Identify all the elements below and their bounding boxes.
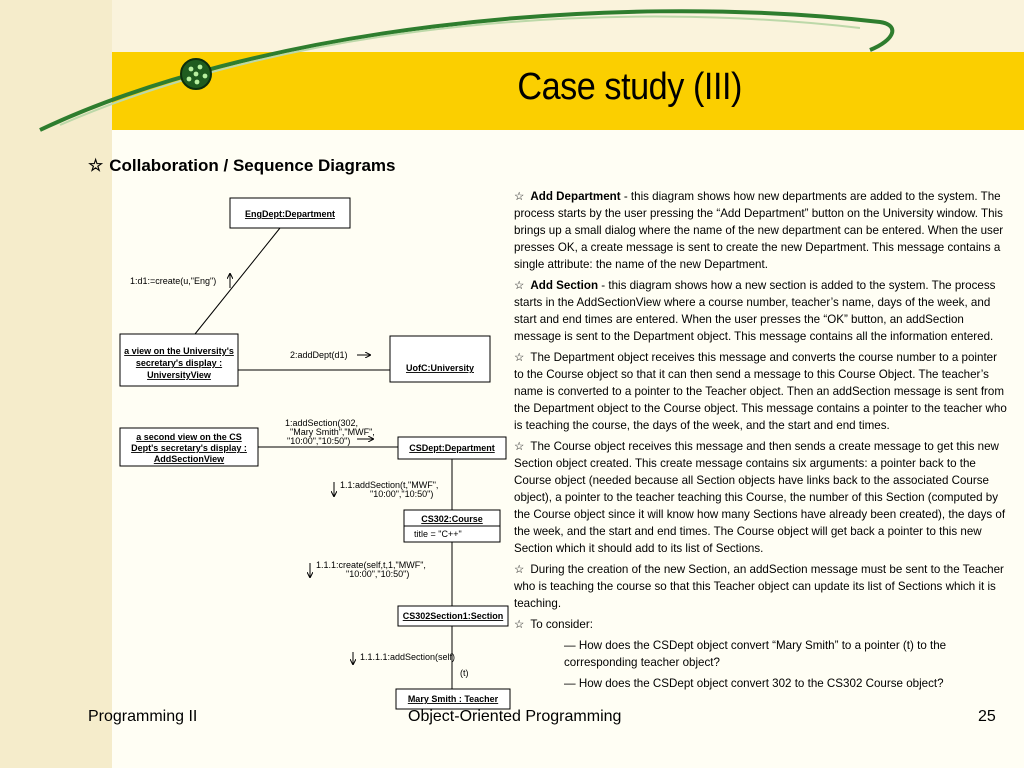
- msg-adddept: 2:addDept(d1): [290, 350, 348, 360]
- paragraph-add-section: ☆ Add Section - this diagram shows how a …: [514, 277, 1008, 345]
- teacher-object: [395, 688, 511, 710]
- title-bar: [112, 52, 1024, 130]
- paragraph-creation: ☆During the creation of the new Section,…: [514, 561, 1008, 612]
- page-number: 25: [978, 708, 996, 725]
- addsectionview-line1: a second view on the CS: [136, 432, 242, 442]
- globe-icon: [180, 58, 212, 90]
- t-label: (t): [460, 668, 469, 678]
- msg-addsection-line1: 1:addSection(302,: [285, 418, 358, 428]
- msg-11-line1: 1.1:addSection(t,"MWF",: [340, 480, 438, 490]
- left-decorative-strip: [0, 0, 112, 768]
- add-department-body: - this diagram shows how new departments…: [514, 190, 1004, 271]
- add-section-heading: Add Section: [530, 279, 599, 292]
- bullet-icon: ☆: [514, 351, 525, 364]
- paragraph-text: To consider:: [530, 618, 593, 631]
- cs302-label: CS302:Course: [421, 514, 483, 524]
- footer-left: Programming II: [88, 708, 198, 725]
- top-decorative-strip: [112, 0, 1024, 52]
- msg-111-line1: 1.1.1:create(self,t,1,"MWF",: [316, 560, 426, 570]
- subtitle: ☆ Collaboration / Sequence Diagrams: [88, 156, 396, 176]
- paragraph-department-receives: ☆The Department object receives this mes…: [514, 349, 1008, 434]
- paragraph-add-department: ☆ Add Department - this diagram shows how…: [514, 188, 1008, 273]
- collaboration-diagram: EngDept:Department 1:d1:=create(u,"Eng")…: [119, 197, 511, 710]
- question-2: — How does the CSDept object convert 302…: [564, 677, 944, 690]
- add-section-body: - this diagram shows how a new section i…: [514, 279, 996, 343]
- uofc-label: UofC:University: [406, 363, 474, 373]
- question-1: — How does the CSDept object convert “Ma…: [564, 639, 947, 669]
- msg-addsection-line2: "Mary Smith","MWF",: [290, 427, 375, 437]
- uofc-object: [389, 335, 491, 383]
- msg-create: 1:d1:=create(u,"Eng"): [130, 276, 216, 286]
- subtitle-text: Collaboration / Sequence Diagrams: [109, 156, 396, 175]
- universityview-line1: a view on the University's: [124, 346, 234, 356]
- addsectionview-line3: AddSectionView: [154, 454, 225, 464]
- bullet-icon: ☆: [514, 563, 525, 576]
- paragraph-course-receives: ☆The Course object receives this message…: [514, 438, 1008, 557]
- universityview-line3: UniversityView: [147, 370, 212, 380]
- bullet-icon: ☆: [514, 190, 525, 203]
- msg-11-line2: "10:00","10:50"): [370, 489, 433, 499]
- swoosh-decoration: [39, 9, 895, 132]
- addsectionview-line2: Dept's secretary's display :: [131, 443, 247, 453]
- bullet-icon: ☆: [514, 618, 525, 631]
- footer-center: Object-Oriented Programming: [408, 708, 622, 725]
- teacher-label: Mary Smith : Teacher: [408, 694, 499, 704]
- universityview-line2: secretary's display :: [136, 358, 222, 368]
- msg-1111: 1.1.1.1:addSection(self): [360, 652, 455, 662]
- csdept-label: CSDept:Department: [409, 443, 495, 453]
- description-text: ☆ Add Department - this diagram shows how…: [514, 188, 1008, 696]
- engdept-label: EngDept:Department: [245, 209, 335, 219]
- engdept-object: [229, 197, 351, 229]
- section-label: CS302Section1:Section: [403, 611, 504, 621]
- bullet-icon: ☆: [514, 279, 525, 292]
- msg-111-line2: "10:00","10:50"): [346, 569, 409, 579]
- bullet-icon: ☆: [514, 440, 525, 453]
- msg-addsection-line3: "10:00","10:50"): [287, 436, 350, 446]
- add-department-heading: Add Department: [530, 190, 621, 203]
- paragraph-text: The Department object receives this mess…: [514, 351, 1007, 432]
- bullet-icon: ☆: [88, 156, 104, 175]
- universityview-object: [119, 333, 239, 387]
- paragraph-to-consider: ☆ To consider:: [514, 616, 1008, 633]
- paragraph-text: The Course object receives this message …: [514, 440, 1006, 555]
- addsectionview-object: [119, 427, 259, 467]
- cs302-attribute: title = "C++": [414, 529, 462, 539]
- paragraph-text: During the creation of the new Section, …: [514, 563, 1004, 610]
- section-object: [397, 605, 509, 627]
- slide-title: Case study (III): [517, 66, 742, 108]
